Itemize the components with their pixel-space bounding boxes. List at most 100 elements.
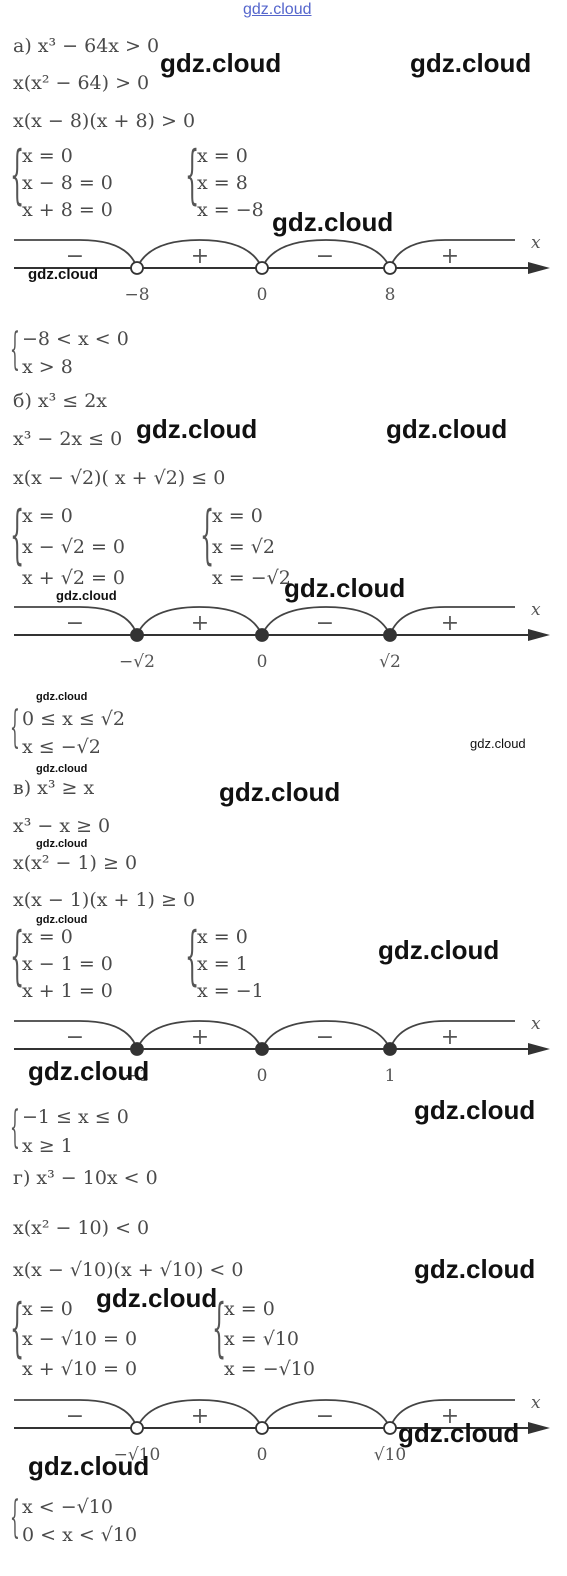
interval-arc <box>261 1399 391 1429</box>
axis-variable: x <box>531 1014 541 1034</box>
watermark: gdz.cloud <box>36 691 88 703</box>
root-point <box>255 628 269 642</box>
answer-row: −8 < x < 0 <box>22 328 129 350</box>
sys-row: x = 0 <box>22 1298 73 1320</box>
interval-sign: + <box>191 611 209 636</box>
root-label: 0 <box>257 1066 268 1086</box>
sys-row: x = 8 <box>197 172 248 194</box>
sys-row: x − 1 = 0 <box>22 953 113 975</box>
interval-sign: + <box>191 244 209 269</box>
sys-row: x = 0 <box>22 145 73 167</box>
watermark: gdz.cloud <box>378 935 500 965</box>
watermark: gdz.cloud <box>470 736 526 751</box>
sys-row: x = √10 <box>224 1328 299 1350</box>
part-d-line-1: г) x³ − 10x < 0 <box>13 1167 158 1189</box>
sys-row: x = −√10 <box>224 1358 315 1380</box>
part-d-line-2: x(x² − 10) < 0 <box>13 1217 150 1239</box>
answer-row: 0 ≤ x ≤ √2 <box>22 708 125 730</box>
watermark: gdz.cloud <box>28 1451 150 1481</box>
interval-sign: + <box>441 611 459 636</box>
root-point <box>255 1042 269 1056</box>
root-label: √2 <box>379 652 401 672</box>
part-c-line-3: x(x² − 1) ≥ 0 <box>13 852 138 874</box>
root-point <box>255 261 269 275</box>
axis-variable: x <box>531 233 541 253</box>
sys-row: x − 8 = 0 <box>22 172 113 194</box>
interval-sign: + <box>441 1025 459 1050</box>
sys-row: x = 0 <box>22 926 73 948</box>
sys-row: x = 0 <box>197 145 248 167</box>
watermark: gdz.cloud <box>36 838 88 850</box>
root-point <box>383 1421 397 1435</box>
sys-row: x = 0 <box>212 505 263 527</box>
watermark: gdz.cloud <box>272 207 394 237</box>
part-c-line-1: в) x³ ≥ x <box>13 777 95 799</box>
root-label: −8 <box>124 285 149 305</box>
watermark: gdz.cloud <box>219 777 341 807</box>
axis-arrow <box>528 1422 550 1434</box>
watermark: gdz.cloud <box>284 573 406 603</box>
interval-sign: + <box>441 244 459 269</box>
sys-row: x = −8 <box>197 199 264 221</box>
part-b-line-2: x³ − 2x ≤ 0 <box>13 428 123 450</box>
interval-arc <box>136 239 263 269</box>
root-point <box>383 261 397 275</box>
interval-sign: + <box>441 1404 459 1429</box>
watermark: gdz.cloud <box>96 1283 218 1313</box>
answer-row: x > 8 <box>22 356 73 378</box>
root-point <box>130 261 144 275</box>
interval-arc <box>261 239 391 269</box>
axis-arrow <box>528 262 550 274</box>
root-label: −√10 <box>114 1445 161 1465</box>
interval-arc <box>136 606 263 636</box>
sys-row: x = 0 <box>224 1298 275 1320</box>
header-link[interactable]: gdz.cloud <box>243 1 312 18</box>
watermark: gdz.cloud <box>56 588 117 603</box>
sys-row: x − √2 = 0 <box>22 536 125 558</box>
root-point <box>130 1042 144 1056</box>
root-point <box>383 628 397 642</box>
root-label: −1 <box>124 1066 149 1086</box>
sys-row: x + √10 = 0 <box>22 1358 138 1380</box>
part-b-line-3: x(x − √2)( x + √2) ≤ 0 <box>13 467 226 489</box>
root-point <box>130 628 144 642</box>
sys-row: x + 1 = 0 <box>22 980 113 1002</box>
watermark: gdz.cloud <box>136 414 258 444</box>
axis-variable: x <box>531 600 541 620</box>
axis-variable: x <box>531 1393 541 1413</box>
axis-arrow <box>528 1043 550 1055</box>
part-b-line-1: б) x³ ≤ 2x <box>13 390 108 412</box>
part-d-line-3: x(x − √10)(x + √10) < 0 <box>13 1259 244 1281</box>
interval-sign: − <box>66 244 84 269</box>
part-a-line-3: x(x − 8)(x + 8) > 0 <box>13 110 196 132</box>
sys-row: x = 0 <box>22 505 73 527</box>
root-label: 8 <box>385 285 396 305</box>
interval-sign: − <box>66 611 84 636</box>
part-a-line-2: x(x² − 64) > 0 <box>13 72 150 94</box>
root-label: 0 <box>257 652 268 672</box>
watermark: gdz.cloud <box>28 266 98 283</box>
sys-row: x = 1 <box>197 953 248 975</box>
watermark: gdz.cloud <box>414 1095 536 1125</box>
part-c-line-4: x(x − 1)(x + 1) ≥ 0 <box>13 889 196 911</box>
part-c-line-2: x³ − x ≥ 0 <box>13 815 111 837</box>
interval-arc <box>261 1020 391 1050</box>
answer-row: x ≤ −√2 <box>22 736 101 758</box>
axis-arrow <box>528 629 550 641</box>
root-label: −√2 <box>119 652 155 672</box>
sys-row: x = −1 <box>197 980 264 1002</box>
answer-row: x < −√10 <box>22 1496 113 1518</box>
root-point <box>130 1421 144 1435</box>
sys-row: x = −√2 <box>212 567 291 589</box>
watermark: gdz.cloud <box>36 914 88 926</box>
watermark: gdz.cloud <box>386 414 508 444</box>
root-label: √10 <box>374 1445 406 1465</box>
answer-row: 0 < x < √10 <box>22 1524 138 1546</box>
watermark: gdz.cloud <box>28 1056 150 1086</box>
root-point <box>383 1042 397 1056</box>
root-label: 1 <box>385 1066 396 1086</box>
interval-sign: − <box>316 1025 334 1050</box>
